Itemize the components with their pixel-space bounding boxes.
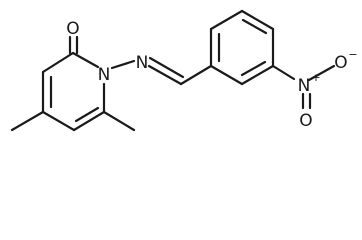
methyl-bond-c4	[10, 110, 45, 132]
bond-ar5-nitro-n	[271, 64, 296, 81]
bond-nitro-n-o-top	[307, 64, 336, 82]
bond-c5-c6	[72, 110, 106, 132]
methyl-bond-c6	[102, 110, 136, 132]
pyridinone-ring	[41, 51, 106, 132]
bond-ar2-ar3	[209, 9, 244, 31]
bond-c2-c3	[41, 51, 75, 74]
benzene-ring	[209, 9, 275, 86]
structure-diagram: O N N N + O − O	[10, 9, 358, 132]
carbonyl-group	[68, 35, 79, 55]
nitro-group	[271, 64, 336, 110]
atom-label-ring-nitrogen: N	[98, 65, 111, 85]
atom-label-nitro-oxygen-top: O	[334, 53, 347, 73]
atom-label-nitro-oxygen-bottom: O	[299, 111, 312, 131]
hydrazone-linker	[110, 56, 213, 86]
bond-ch-ring	[179, 64, 213, 86]
bond-ar5-ar6	[240, 64, 275, 86]
bond-n-ch-double	[148, 56, 185, 79]
charge-label-nitro-nitrogen: +	[311, 71, 320, 84]
molecule-drawing: O N N N + O − O	[10, 9, 358, 132]
bond-ar6-ar1	[209, 64, 244, 86]
bond-ar3-ar4-inner	[241, 18, 268, 35]
atom-label-carbonyl-oxygen: O	[66, 19, 79, 39]
bond-c5-c6-inner	[74, 106, 100, 123]
bond-ar3-ar4	[240, 9, 275, 31]
bond-n-ch	[147, 64, 183, 86]
atom-label-nitro-nitrogen: N	[298, 76, 311, 96]
bond-c4-c5	[41, 110, 76, 132]
bond-n1-n	[110, 59, 136, 70]
bond-n1-c2	[71, 51, 100, 69]
atom-label-imine-nitrogen: N	[136, 53, 149, 73]
bond-ar5-ar6-inner	[240, 60, 267, 77]
charge-label-nitro-oxygen-top: −	[348, 48, 357, 61]
